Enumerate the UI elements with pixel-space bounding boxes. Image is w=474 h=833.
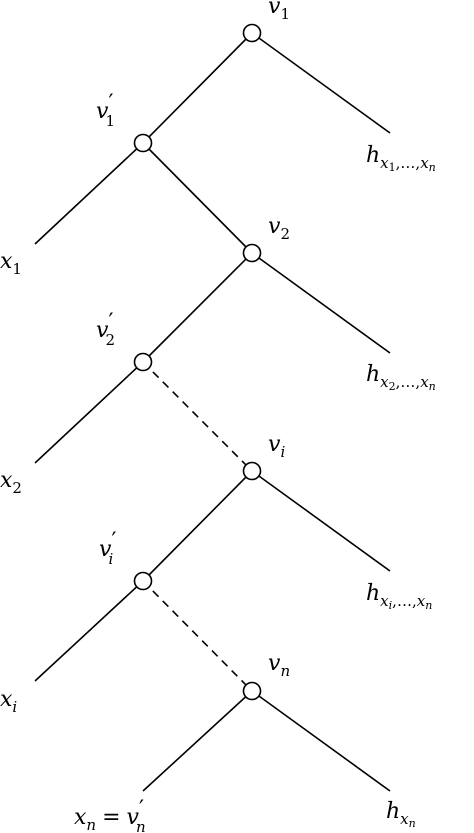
edge-vn-xn [142, 690, 253, 792]
edges [34, 32, 391, 792]
node-vi-prime [133, 571, 153, 591]
nodes [133, 23, 262, 701]
label-xi: xi [0, 687, 17, 716]
node-v1-prime [133, 133, 153, 153]
node-v1 [242, 23, 262, 43]
label-v2-prime: v′2 [96, 310, 115, 349]
edge-v2-v2p [142, 252, 253, 363]
label-vi: vi [268, 432, 285, 461]
label-v1-prime: v′1 [96, 91, 115, 130]
label-hn: hxn [386, 799, 416, 830]
label-x2: x2 [0, 468, 22, 497]
edge-vn-hn [251, 690, 391, 792]
label-h1: hx1,…,xn [366, 143, 436, 174]
edge-vi-hi [251, 470, 391, 572]
edge-vip-xi [34, 580, 144, 682]
edge-v2-h2 [251, 252, 391, 354]
node-labels: v1 v′1 v2 v′2 vi v′i vn [96, 0, 290, 680]
node-v2-prime [133, 352, 153, 372]
label-vn: vn [268, 651, 290, 680]
edge-vi-vip [142, 470, 253, 582]
leaf-labels: x1 x2 xi xn=v′n hx1,…,xn hx2,…,xn hxi,…,… [0, 143, 436, 833]
label-vi-prime: v′i [99, 529, 116, 568]
node-v2 [242, 243, 262, 263]
label-hi: hxi,…,xn [366, 581, 432, 612]
label-v2: v2 [268, 214, 290, 243]
label-x1: x1 [0, 249, 22, 278]
edge-v1-v1p [142, 32, 253, 144]
edge-v2p-x2 [34, 361, 144, 464]
edge-v1p-x1 [34, 142, 144, 245]
edge-v1-h1 [251, 32, 391, 134]
edge-v1p-v2 [142, 142, 253, 254]
label-xn-equals-vn-prime: xn=v′n [74, 797, 146, 833]
node-vi [242, 461, 262, 481]
label-h2: hx2,…,xn [366, 362, 436, 393]
edge-vip-vn [142, 580, 253, 692]
label-v1: v1 [268, 0, 290, 23]
node-vn [242, 681, 262, 701]
edge-v2p-vi [142, 361, 253, 472]
